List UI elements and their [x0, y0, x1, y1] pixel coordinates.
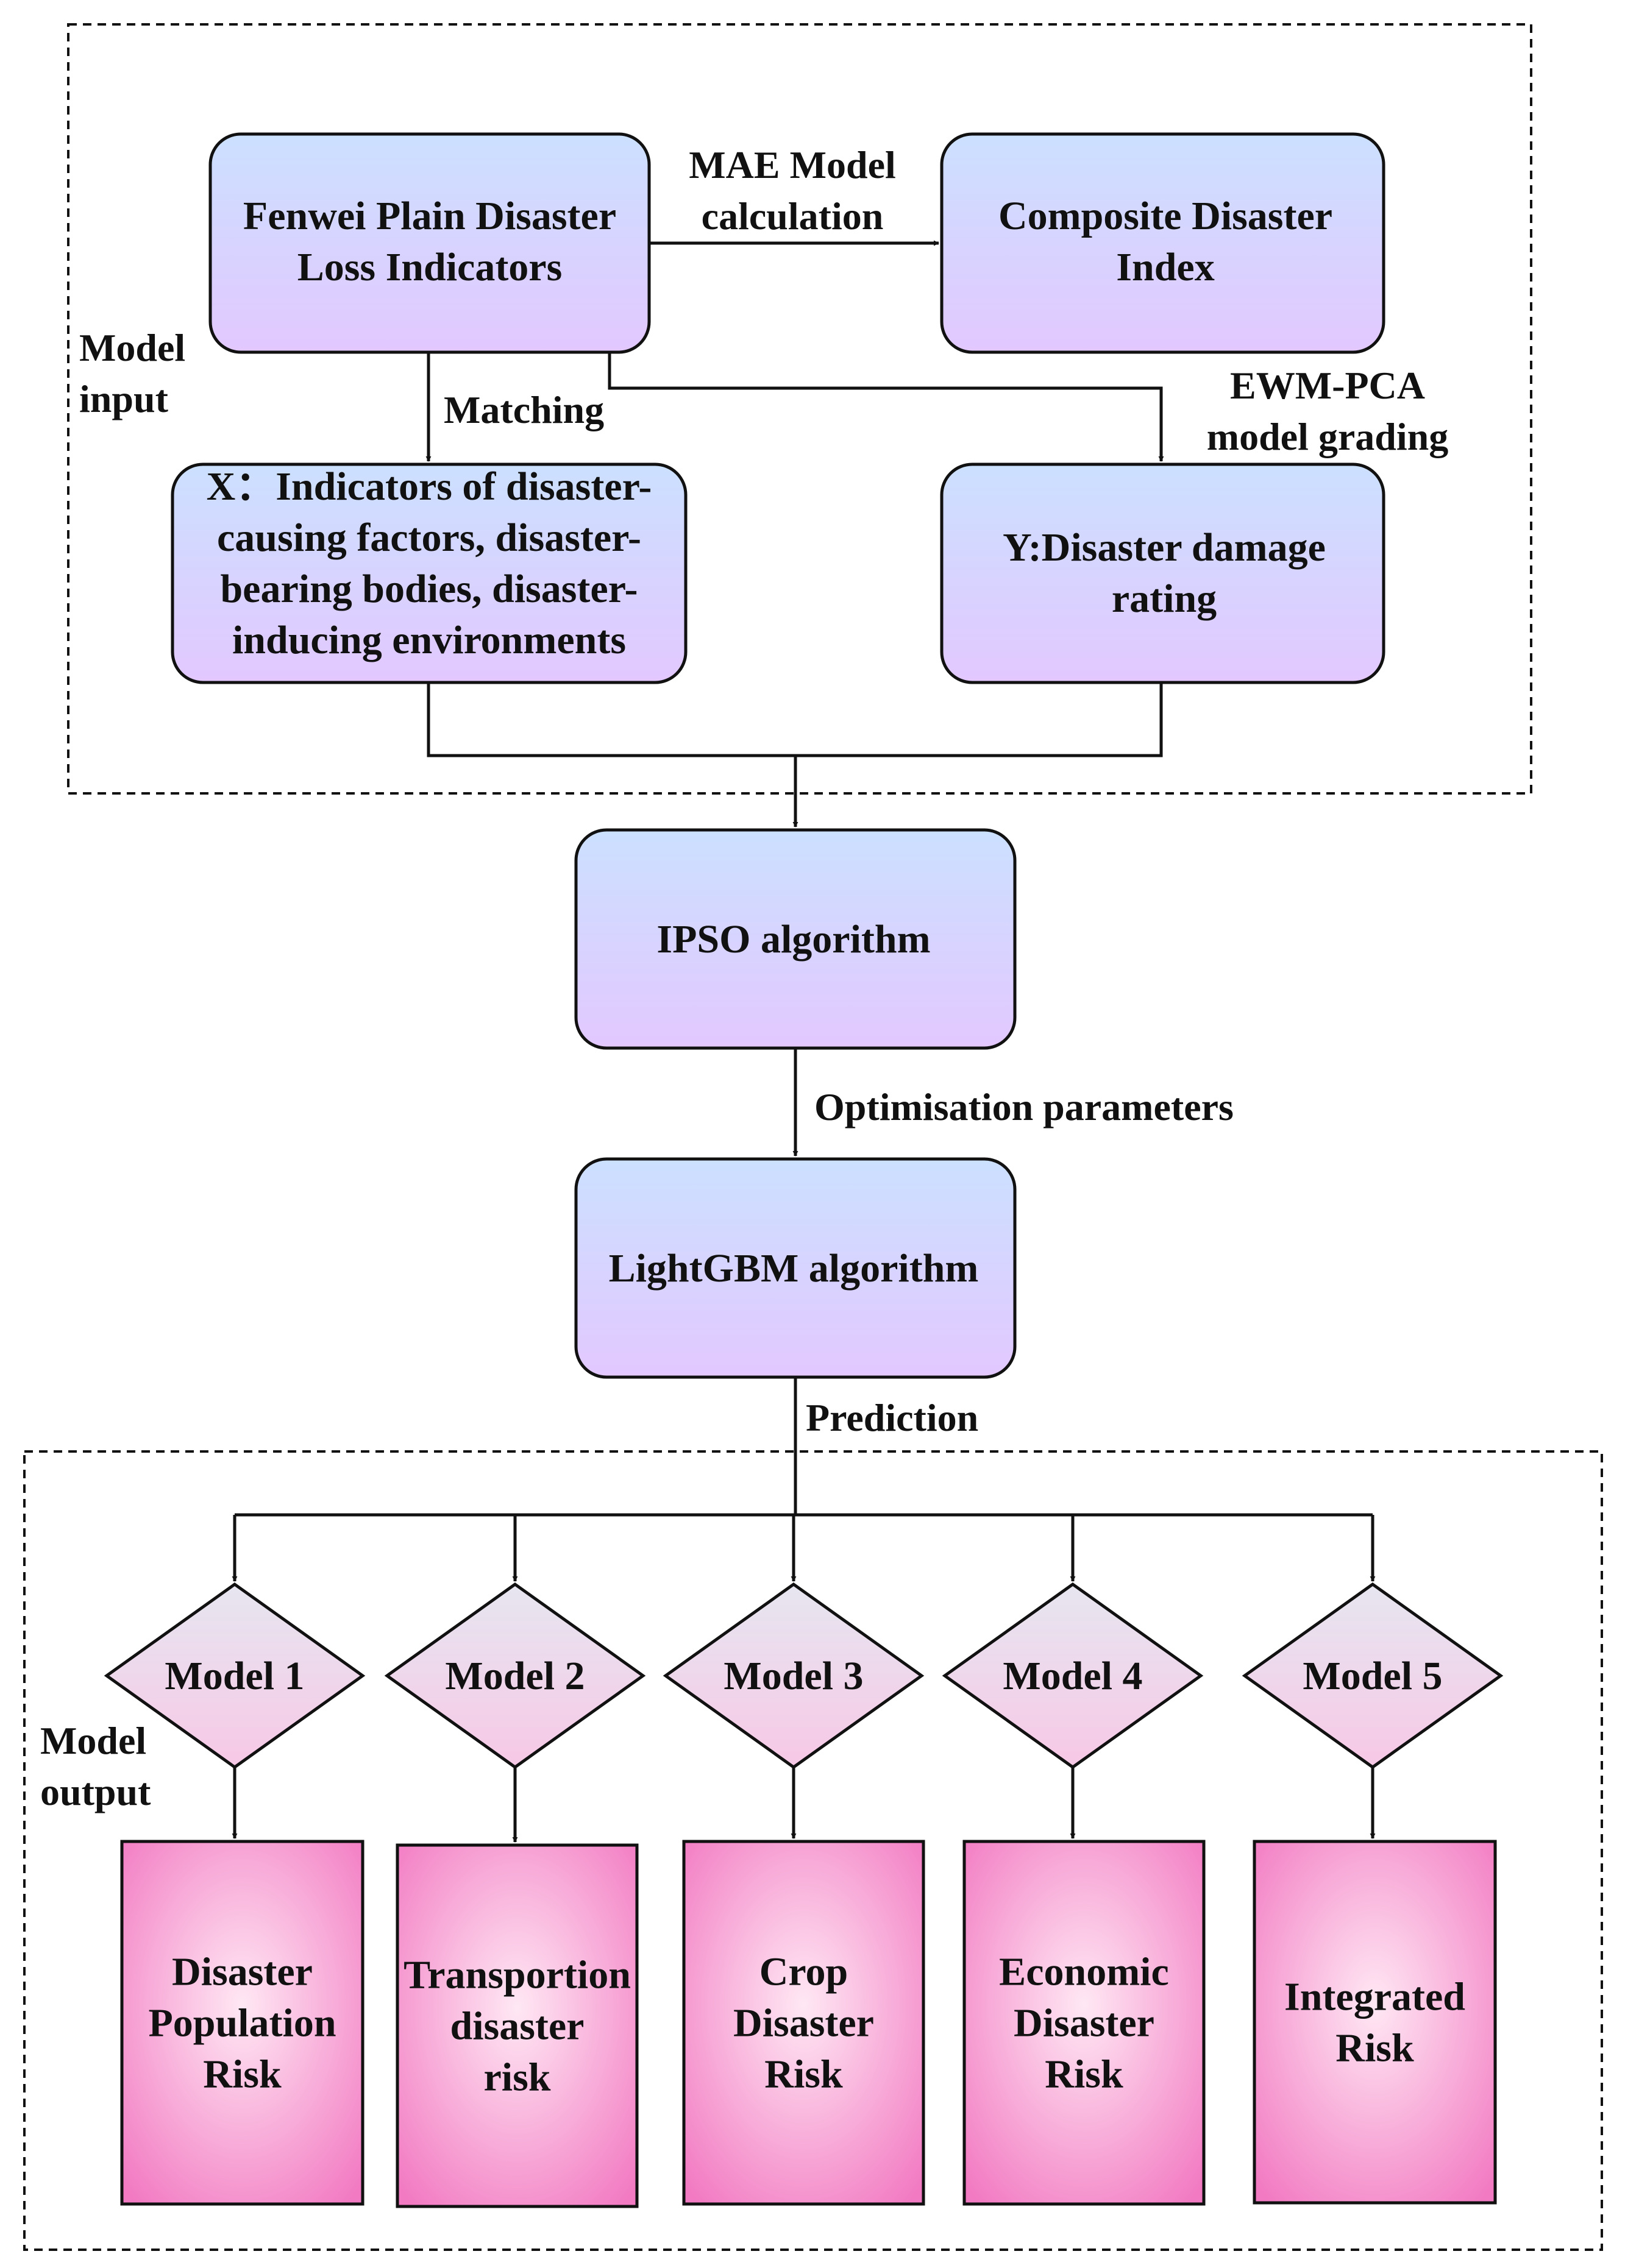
- model-3-label: Model 3: [724, 1654, 863, 1698]
- output-section-frame: [23, 1450, 1603, 2251]
- model-2-diamond: [384, 1582, 646, 1770]
- y-rating-box: [940, 462, 1385, 684]
- ipso-text: IPSO algorithm: [656, 917, 930, 962]
- model-5-label: Model 5: [1303, 1654, 1442, 1698]
- loss-indicators-box: [208, 132, 651, 354]
- matching-label: Matching: [444, 388, 604, 431]
- output-boxes: [120, 1840, 1497, 2208]
- composite-index-box: [940, 132, 1385, 354]
- output-4-box: [962, 1840, 1206, 2206]
- xy-merge-line: [427, 682, 1163, 757]
- model-4-diamond: [942, 1582, 1204, 1770]
- x-indicators-box: [171, 462, 688, 684]
- lightgbm-box: [574, 1157, 1017, 1379]
- model-2-label: Model 2: [445, 1654, 585, 1698]
- model-labels: Model 1 Model 2 Model 3 Model 4 Model 5: [165, 1654, 1442, 1698]
- model-5-diamond: [1242, 1582, 1504, 1770]
- output-2-box: [396, 1843, 639, 2208]
- output-3-box: [682, 1840, 925, 2206]
- lightgbm-text: LightGBM algorithm: [609, 1246, 979, 1291]
- model-1-label: Model 1: [165, 1654, 304, 1698]
- output-1-box: [120, 1840, 364, 2206]
- prediction-label: Prediction: [806, 1396, 978, 1439]
- model-3-diamond: [663, 1582, 925, 1770]
- input-section-frame: [67, 23, 1532, 795]
- optimisation-label: Optimisation parameters: [814, 1085, 1234, 1129]
- model-diamonds: [104, 1582, 1504, 1770]
- model-4-label: Model 4: [1003, 1654, 1142, 1698]
- model-1-diamond: [104, 1582, 366, 1770]
- output-5-box: [1253, 1840, 1497, 2205]
- x-indicators-text: X：Indicators of disaster-causing factors…: [207, 464, 652, 662]
- ewm-pca-arrow: [608, 352, 1164, 462]
- ipso-box: [574, 828, 1017, 1050]
- connectors: [232, 240, 1376, 1843]
